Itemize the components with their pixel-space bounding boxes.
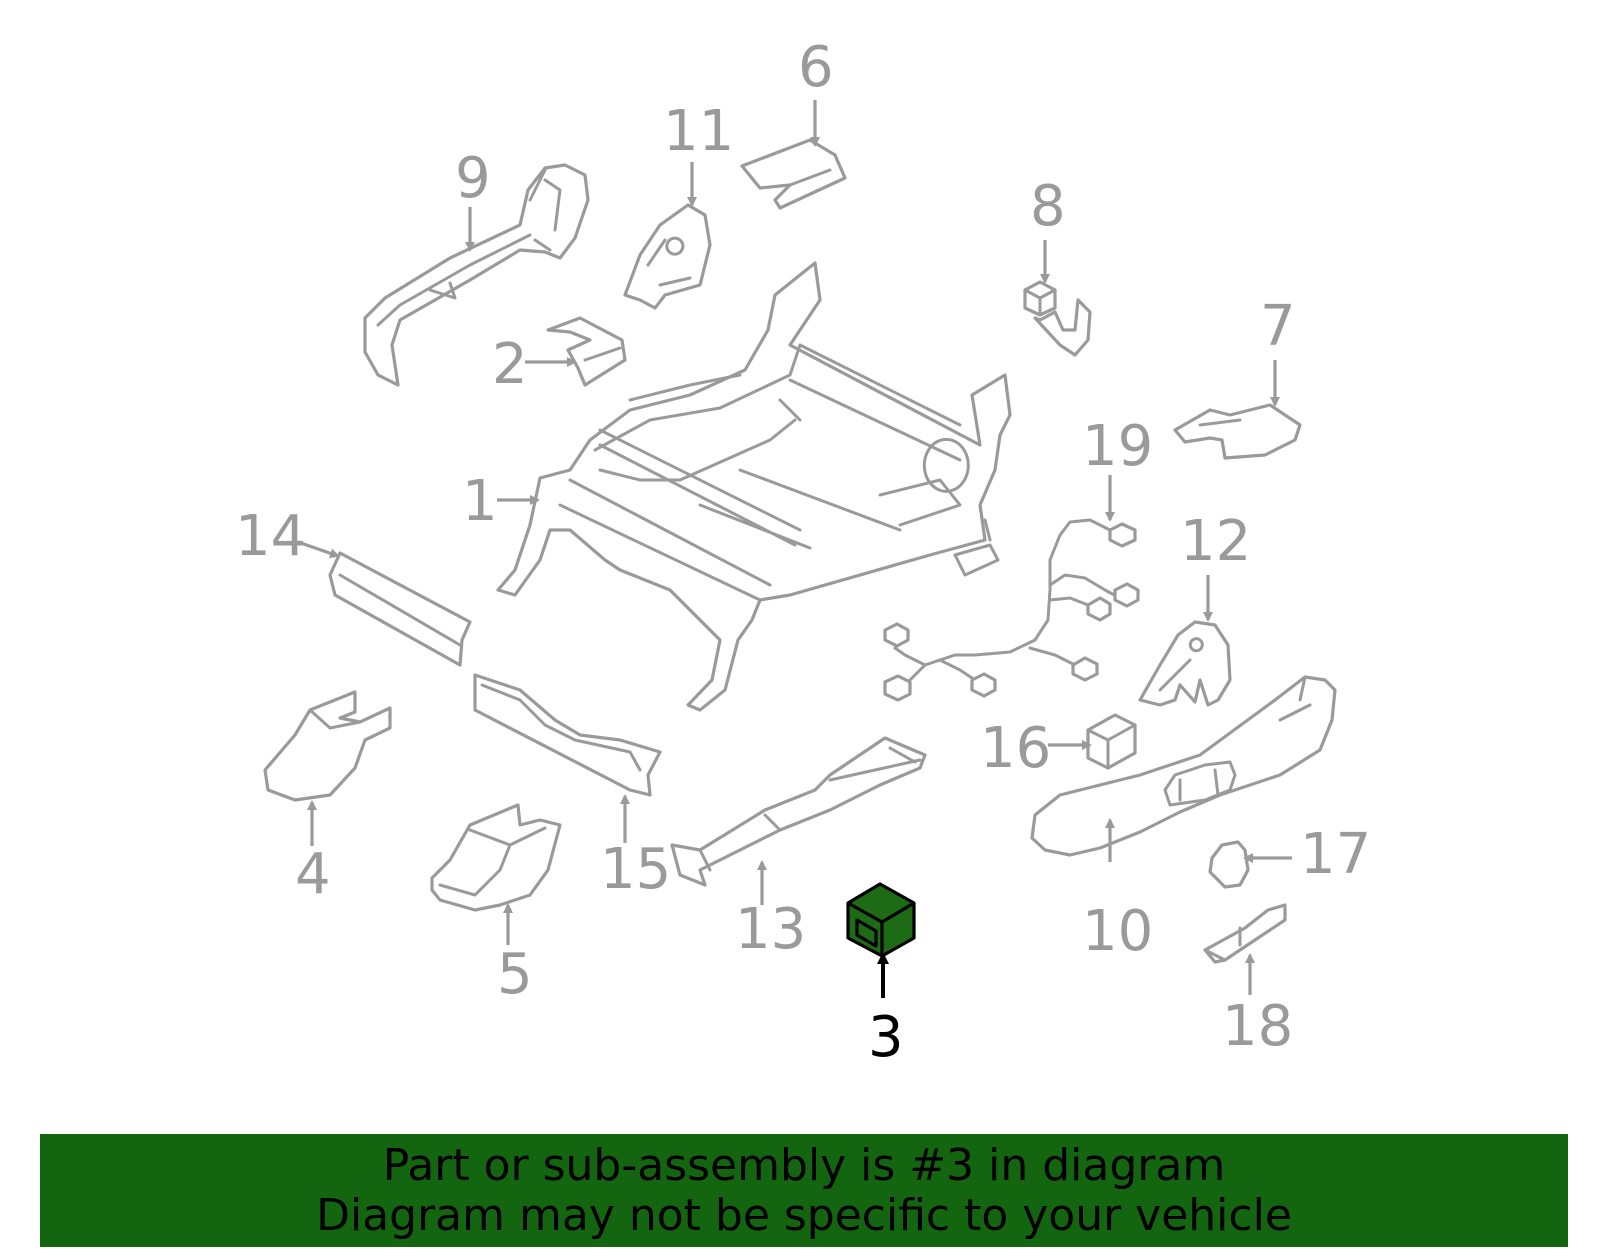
banner-line-1: Part or sub-assembly is #3 in diagram [382, 1139, 1226, 1191]
callout-3: 3 [868, 1005, 904, 1070]
part-6-cover[interactable] [740, 138, 847, 210]
callout-16: 16 [980, 716, 1051, 781]
part-9-side-shield[interactable] [363, 163, 590, 387]
part-1-seat-frame[interactable] [496, 261, 1012, 712]
part-18-lever[interactable] [1203, 903, 1287, 964]
callout-arrows [297, 100, 1292, 998]
part-13-track-cover[interactable] [670, 736, 927, 887]
part-19-wire-harness[interactable] [883, 518, 1140, 702]
callout-7: 7 [1260, 294, 1296, 359]
callout-13: 13 [735, 897, 806, 962]
callout-1: 1 [462, 469, 498, 534]
part-4-cover[interactable] [263, 690, 392, 802]
callout-12: 12 [1180, 509, 1251, 574]
part-16-module[interactable] [1086, 713, 1137, 770]
part-12-bracket[interactable] [1138, 620, 1232, 707]
callout-11: 11 [663, 99, 734, 164]
callout-labels: 1 2 3 4 5 6 7 8 9 10 11 12 13 14 15 16 1… [235, 35, 1371, 1070]
callout-18: 18 [1222, 994, 1293, 1059]
banner-line-2: Diagram may not be specific to your vehi… [316, 1189, 1292, 1241]
part-8-switch[interactable] [1023, 280, 1092, 357]
callout-17: 17 [1300, 822, 1371, 887]
callout-2: 2 [492, 332, 528, 397]
part-3-highlighted[interactable] [846, 882, 916, 958]
callout-5: 5 [497, 942, 533, 1007]
callout-10: 10 [1082, 899, 1153, 964]
part-2-cover[interactable] [546, 316, 627, 387]
part-11-bracket[interactable] [623, 203, 712, 310]
callout-15: 15 [600, 837, 671, 902]
part-15-rail-cover[interactable] [473, 673, 662, 797]
part-10-side-shield[interactable] [1030, 675, 1337, 857]
callout-14: 14 [235, 504, 306, 569]
footer-banner: Part or sub-assembly is #3 in diagram Di… [40, 1134, 1568, 1247]
part-7-cover[interactable] [1173, 403, 1302, 460]
callout-4: 4 [295, 842, 331, 907]
callout-8: 8 [1030, 174, 1066, 239]
callout-19: 19 [1082, 414, 1153, 479]
part-5-cover[interactable] [430, 803, 562, 912]
part-17-knob[interactable] [1208, 840, 1250, 889]
part-14-trim[interactable] [328, 551, 472, 667]
callout-9: 9 [455, 146, 491, 211]
callout-6: 6 [798, 35, 834, 100]
